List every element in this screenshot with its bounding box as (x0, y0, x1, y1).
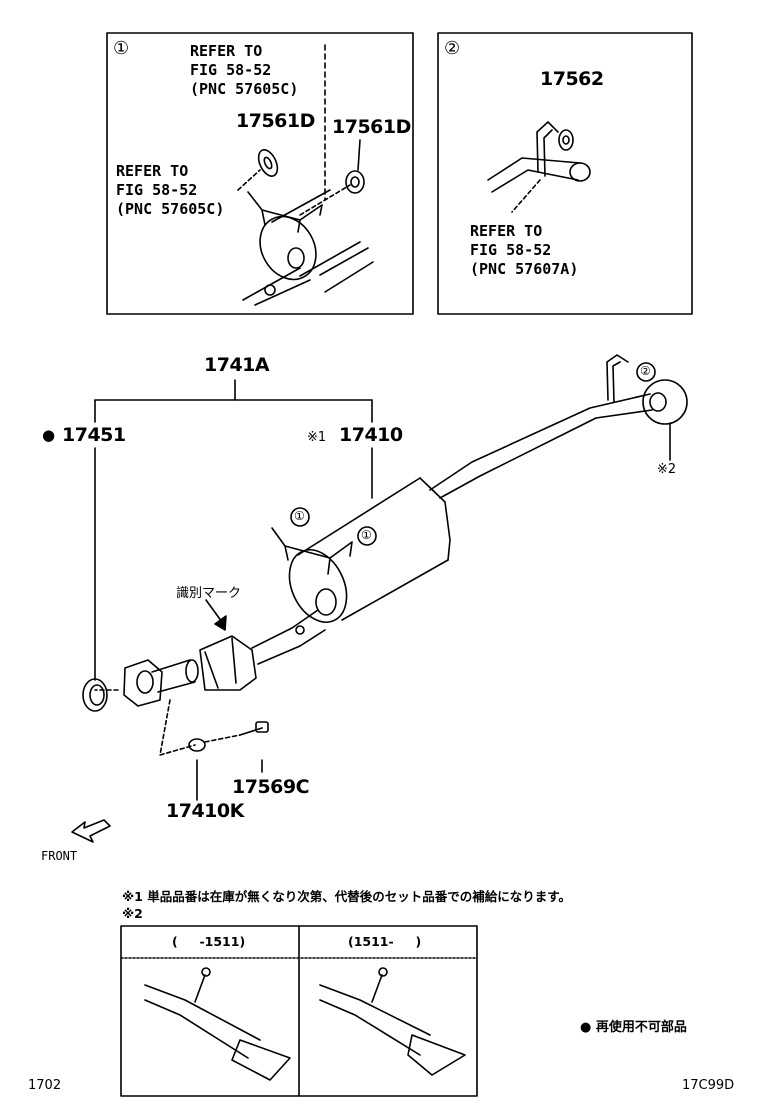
identification-mark-label: 識別マーク (176, 586, 242, 601)
inset-1-refer-b-line-3: (PNC 57605C) (116, 200, 225, 218)
inset-1-refer-b-line-1: REFER TO (116, 162, 189, 180)
inset-2-drawing (487, 121, 591, 213)
inset-1-drawing (237, 44, 374, 306)
footer-left-code: 1702 (28, 1078, 62, 1093)
bottom-table-drawings (144, 967, 466, 1081)
front-label: FRONT (41, 849, 78, 863)
part-number-17562: 17562 (540, 68, 604, 90)
inset-2-refer-line-2: FIG 58-52 (470, 241, 552, 259)
inset-1-refer-a-line-2: FIG 58-52 (190, 61, 272, 79)
footer-right-code: 17C99D (682, 1078, 735, 1093)
inset-2-frame (437, 32, 693, 315)
callout-1-right: ① (361, 528, 372, 542)
part-number-1741a: 1741A (204, 354, 270, 376)
callout-1-left: ① (294, 509, 305, 523)
callout-2: ② (640, 364, 651, 378)
non-reusable-legend: ● 再使用不可部品 (580, 1020, 687, 1035)
part-number-17561d-left: 17561D (236, 110, 315, 132)
part-number-17410: 17410 (339, 424, 403, 446)
inset-1-marker: ① (113, 38, 129, 59)
inset-1-refer-a-line-1: REFER TO (190, 42, 263, 60)
tail-note-mark: ※2 (657, 462, 677, 477)
inset-1-refer-a-line-3: (PNC 57605C) (190, 80, 299, 98)
main-leaders (94, 379, 671, 801)
part-number-17410k: 17410K (166, 800, 244, 822)
note-1: ※1 単品品番は在庫が無くなり次第、代替後のセット品番での補給になります。 (122, 889, 571, 904)
part-number-17561d-right: 17561D (332, 116, 411, 138)
inset-2-marker: ② (444, 38, 460, 59)
inset-1-refer-b-line-2: FIG 58-52 (116, 181, 198, 199)
part-number-17569c: 17569C (232, 776, 310, 798)
muffler-note-mark: ※1 (307, 430, 327, 445)
part-number-17451: 17451 (62, 424, 126, 446)
non-reusable-dot: ● (42, 426, 55, 444)
table-col-1-header: ( -1511) (172, 934, 246, 949)
note-2: ※2 (122, 906, 143, 921)
table-col-2-header: (1511- ) (348, 934, 422, 949)
inset-2-refer-line-3: (PNC 57607A) (470, 260, 579, 278)
bottom-table (120, 925, 478, 1097)
inset-2-refer-line-1: REFER TO (470, 222, 543, 240)
inset-1-frame (106, 32, 414, 315)
main-exhaust-drawing (71, 354, 688, 843)
